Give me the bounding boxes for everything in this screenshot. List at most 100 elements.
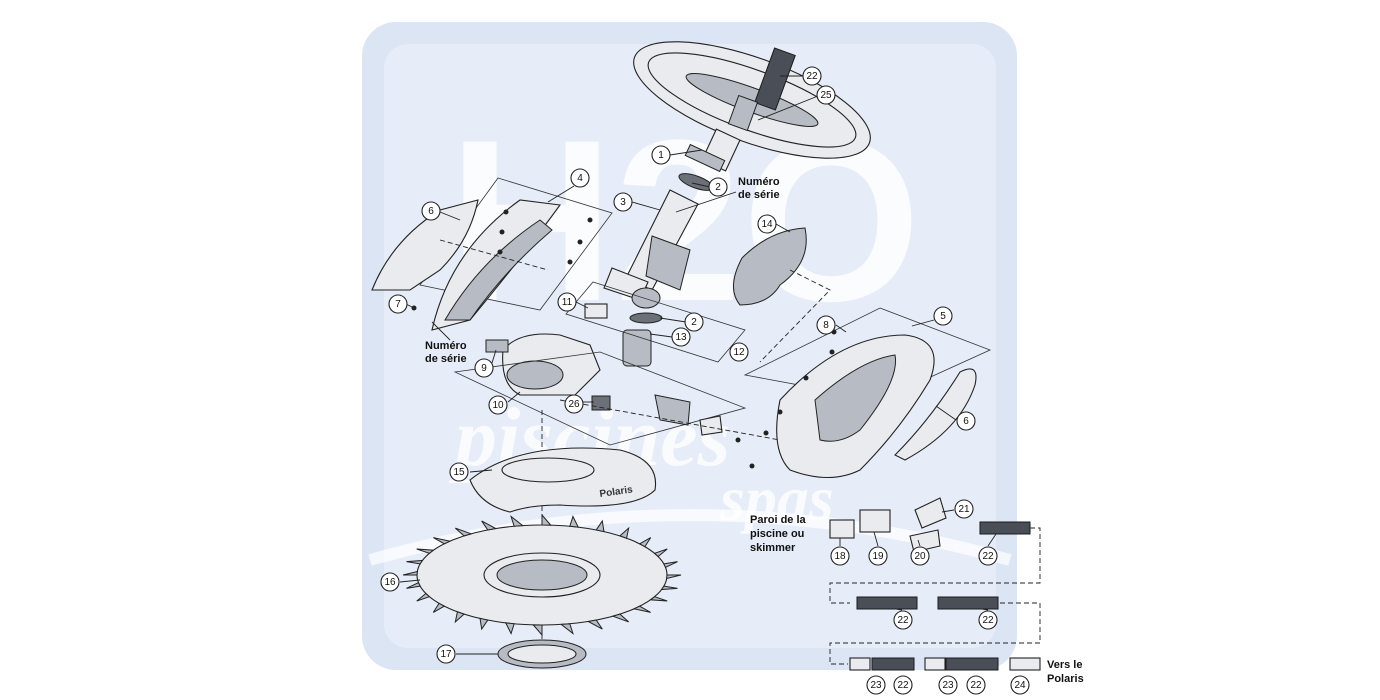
disc-fin [416,548,435,554]
callout-number: 22 [897,615,909,626]
callout-number: 22 [982,615,994,626]
skirt-hole [501,457,595,483]
screw [497,249,503,255]
disc-fin [510,515,525,527]
callout-number: 26 [568,399,580,410]
disc-16 [402,513,682,637]
screw [567,259,573,265]
disc-brand: Polaris [599,484,634,500]
callout-c7: 7 [388,294,408,314]
serial-label-left-2: de série [425,353,467,365]
callout-number: 22 [897,680,909,691]
leader [911,319,935,327]
callout-c17: 17 [436,644,456,664]
screw [749,463,755,469]
callout-number: 15 [453,467,465,478]
leader [439,211,461,221]
polaris-fitting [1009,657,1041,671]
screw [777,409,783,415]
leader [659,317,687,323]
callout-circle [910,546,930,566]
disc-fin [660,585,678,591]
pool-wall-label-2: piscine ou [750,528,804,540]
callout-c10: 10 [488,395,508,415]
disc-fin [663,561,678,568]
hose-5 [945,657,999,671]
callout-circle [436,644,456,664]
disc-fin [559,623,574,635]
callout-circle [1010,675,1030,695]
dash-14 [759,269,831,363]
leader [547,185,575,203]
callout-c13: 13 [671,327,691,347]
callout-circle [421,201,441,221]
callout-circle [816,315,836,335]
callout-c3: 3 [613,192,633,212]
screw [735,437,741,443]
callout-circle [816,85,836,105]
callout-circle [938,675,958,695]
part-26 [591,395,611,411]
callout-number: 19 [872,551,884,562]
callout-number: 11 [562,297,573,308]
disc-fin [618,526,630,539]
float-hose-stub [754,47,796,111]
leader [507,391,521,403]
callout-circle [570,168,590,188]
leader [669,149,703,156]
float-assembly [633,41,871,159]
disc-center [496,559,588,591]
callout-number: 2 [691,317,697,328]
callout-number: 5 [940,311,946,322]
leaders [399,75,997,655]
leader [575,301,589,309]
leader [469,469,493,473]
callout-circle [893,610,913,630]
callout-c14: 14 [757,214,777,234]
ring-17 [497,639,587,669]
callout-c22-e: 22 [966,675,986,695]
screw [503,209,509,215]
callout-circle [388,294,408,314]
callout-number: 9 [481,363,487,374]
callout-circle [802,66,822,86]
serial-label-left-1: Numéro [425,340,467,352]
text-labels: Numéro de série Numéro de série Paroi de… [425,176,1084,685]
leader [431,321,451,341]
callout-circle [488,395,508,415]
callout-number: 1 [658,150,664,161]
coupler-1 [849,657,871,671]
callout-number: 16 [384,577,396,588]
callout-number: 14 [761,219,773,230]
callout-circle [684,312,704,332]
callout-number: 10 [492,400,504,411]
callout-number: 22 [970,680,982,691]
callout-c11: 11 [557,292,577,312]
callout-number: 25 [820,90,832,101]
callout-number: 4 [577,173,583,184]
disc-fin [504,622,515,635]
oring-mid [629,312,663,324]
callout-circle [757,214,777,234]
gear-housing [622,329,652,367]
part-11 [584,303,608,319]
disc-fin [479,617,489,631]
callout-number: 6 [963,416,969,427]
pool-wall-label-3: skimmer [750,542,796,554]
right-side-assembly [743,307,992,478]
side-panel-right [894,368,977,461]
callout-number: 8 [823,320,829,331]
leader [981,608,989,611]
leader [895,608,903,611]
screw [829,349,835,355]
to-polaris-label-2: Polaris [1047,673,1084,685]
float-collar [727,94,759,132]
disc-fin [454,611,466,624]
screw [803,375,809,381]
callout-circle [868,546,888,566]
gear-top [631,287,661,309]
callout-number: 6 [428,206,434,217]
callout-circle [978,546,998,566]
leader [935,405,957,421]
